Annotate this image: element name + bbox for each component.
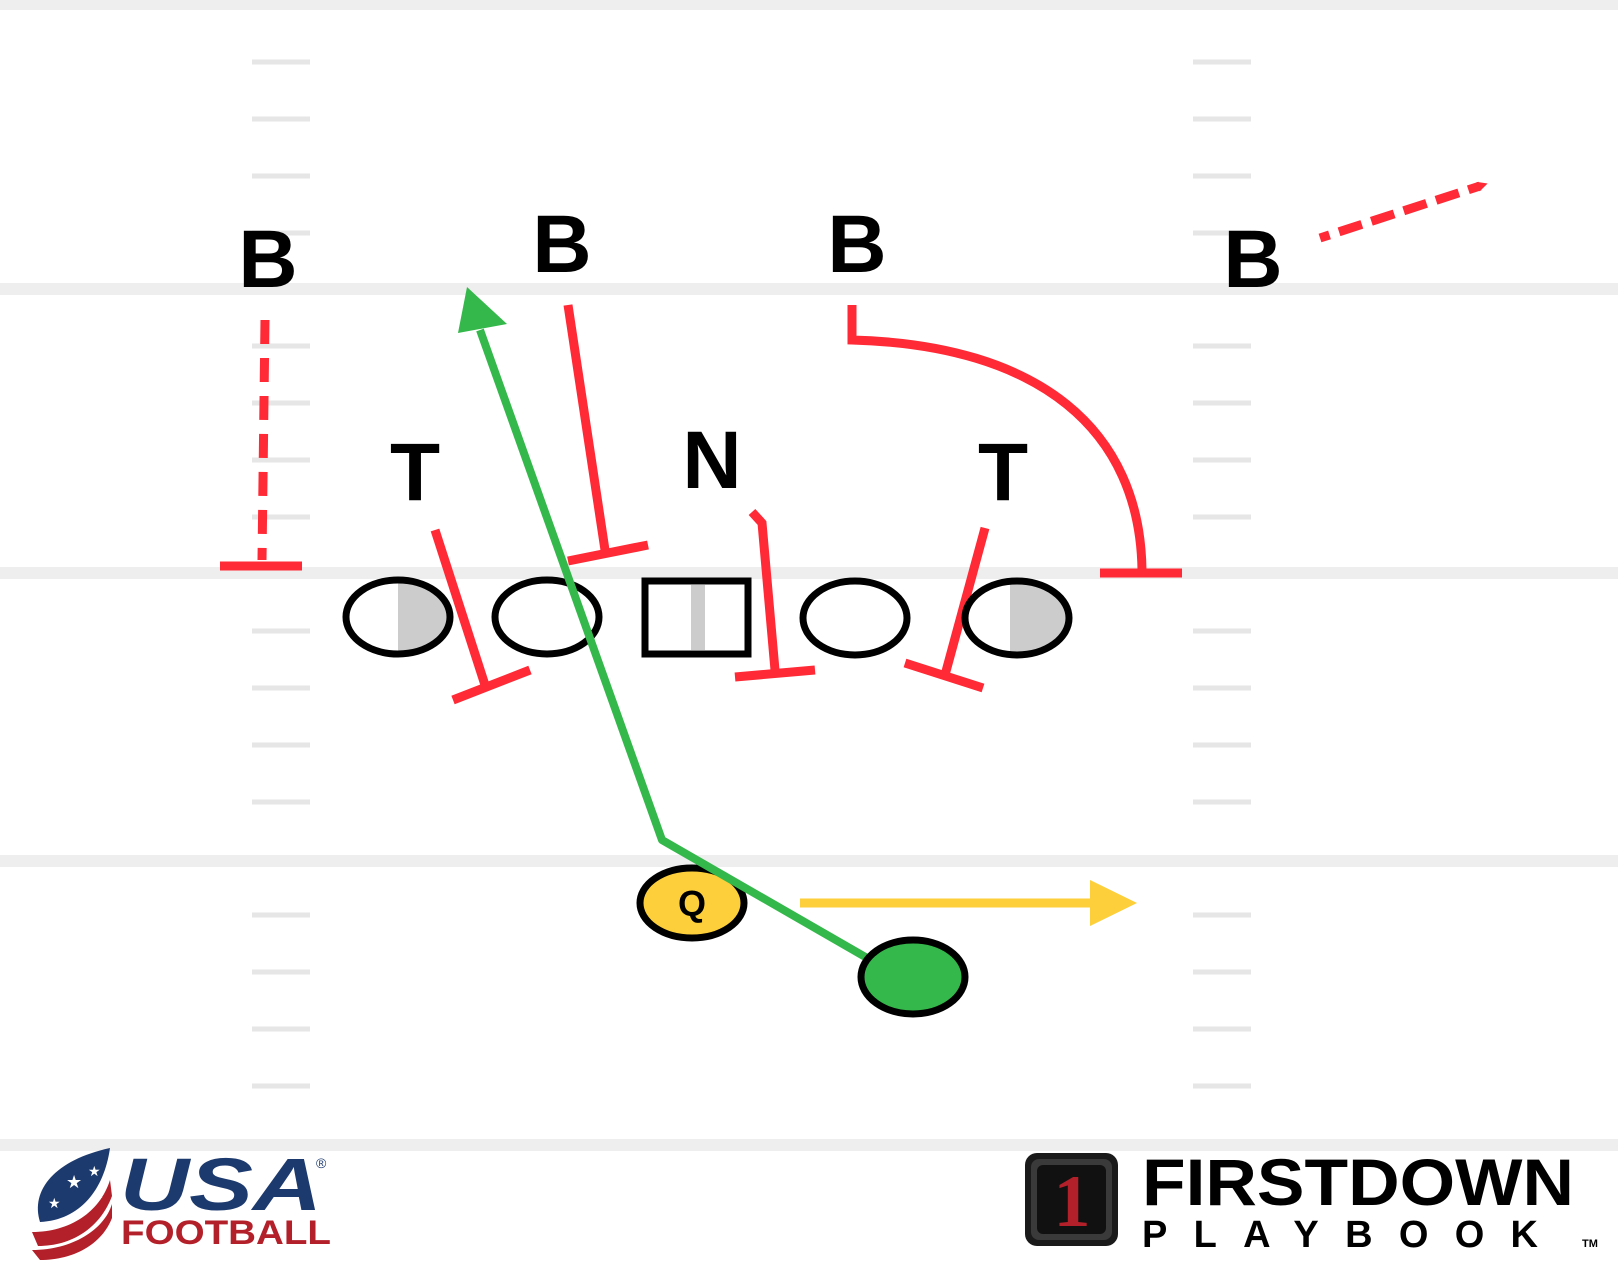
left-tight-end bbox=[342, 576, 454, 658]
rb-route bbox=[458, 287, 876, 966]
firstdown-playbook-logo: 1 FIRSTDOWN PLAYBOOK TM bbox=[1025, 1145, 1598, 1256]
defender-b4-label: B bbox=[1223, 214, 1282, 305]
usa-logo-word: USA bbox=[120, 1143, 322, 1226]
hash-marks bbox=[252, 59, 1251, 1089]
defender-b2-label: B bbox=[532, 199, 591, 290]
usa-football-ball-icon: ★ ★ ★ ★ bbox=[32, 1148, 112, 1260]
quarterback: Q bbox=[636, 864, 748, 942]
svg-text:★: ★ bbox=[48, 1196, 61, 1212]
usa-football-logo: ★ ★ ★ ★ USA ® FOOTBALL bbox=[32, 1143, 331, 1260]
field-border-top bbox=[0, 0, 1618, 10]
route-n bbox=[748, 508, 780, 671]
yard-line bbox=[0, 855, 1618, 867]
svg-text:★: ★ bbox=[66, 1172, 82, 1193]
route-b4 bbox=[1318, 181, 1488, 243]
route-b2 bbox=[563, 304, 610, 551]
field-lines bbox=[0, 0, 1618, 1151]
route-b2-block bbox=[567, 540, 649, 566]
defender-n-label: N bbox=[682, 415, 741, 506]
route-t1 bbox=[430, 528, 490, 687]
route-n-block bbox=[734, 665, 816, 682]
route-t2 bbox=[940, 526, 990, 677]
right-guard bbox=[799, 577, 911, 659]
qb-route-arrowhead bbox=[1090, 880, 1137, 926]
firstdown-badge-icon: 1 bbox=[1025, 1153, 1118, 1246]
right-tight-end bbox=[961, 577, 1073, 659]
defense-labels: B B B B T N T bbox=[238, 199, 1282, 518]
defense-routes bbox=[220, 181, 1488, 705]
defender-t2-label: T bbox=[978, 427, 1028, 518]
usa-logo-registered: ® bbox=[316, 1155, 327, 1171]
yard-line bbox=[0, 283, 1618, 295]
rb-route-arrowhead bbox=[458, 287, 507, 333]
qb-route bbox=[800, 880, 1137, 926]
route-b1-drop bbox=[257, 319, 270, 561]
defender-b3-label: B bbox=[827, 199, 886, 290]
center bbox=[641, 577, 752, 658]
firstdown-logo-word: FIRSTDOWN bbox=[1142, 1145, 1574, 1219]
firstdown-logo-tm: TM bbox=[1582, 1238, 1598, 1250]
defender-t1-label: T bbox=[390, 427, 440, 518]
running-back bbox=[857, 936, 969, 1018]
usa-logo-sub: FOOTBALL bbox=[121, 1214, 331, 1252]
firstdown-logo-sub: PLAYBOOK bbox=[1142, 1214, 1572, 1256]
quarterback-label: Q bbox=[678, 883, 706, 924]
field-border-bottom bbox=[0, 1139, 1618, 1151]
rb-route-line bbox=[476, 328, 876, 966]
firstdown-badge-number: 1 bbox=[1054, 1161, 1091, 1243]
svg-text:★: ★ bbox=[88, 1164, 101, 1180]
route-t1-block bbox=[451, 665, 532, 705]
route-t2-block bbox=[903, 658, 985, 693]
offensive-line bbox=[342, 576, 1073, 659]
defender-b1-label: B bbox=[238, 214, 297, 305]
svg-text:★: ★ bbox=[94, 1187, 105, 1201]
route-b3-arc bbox=[847, 305, 1147, 571]
yard-line bbox=[0, 567, 1618, 579]
